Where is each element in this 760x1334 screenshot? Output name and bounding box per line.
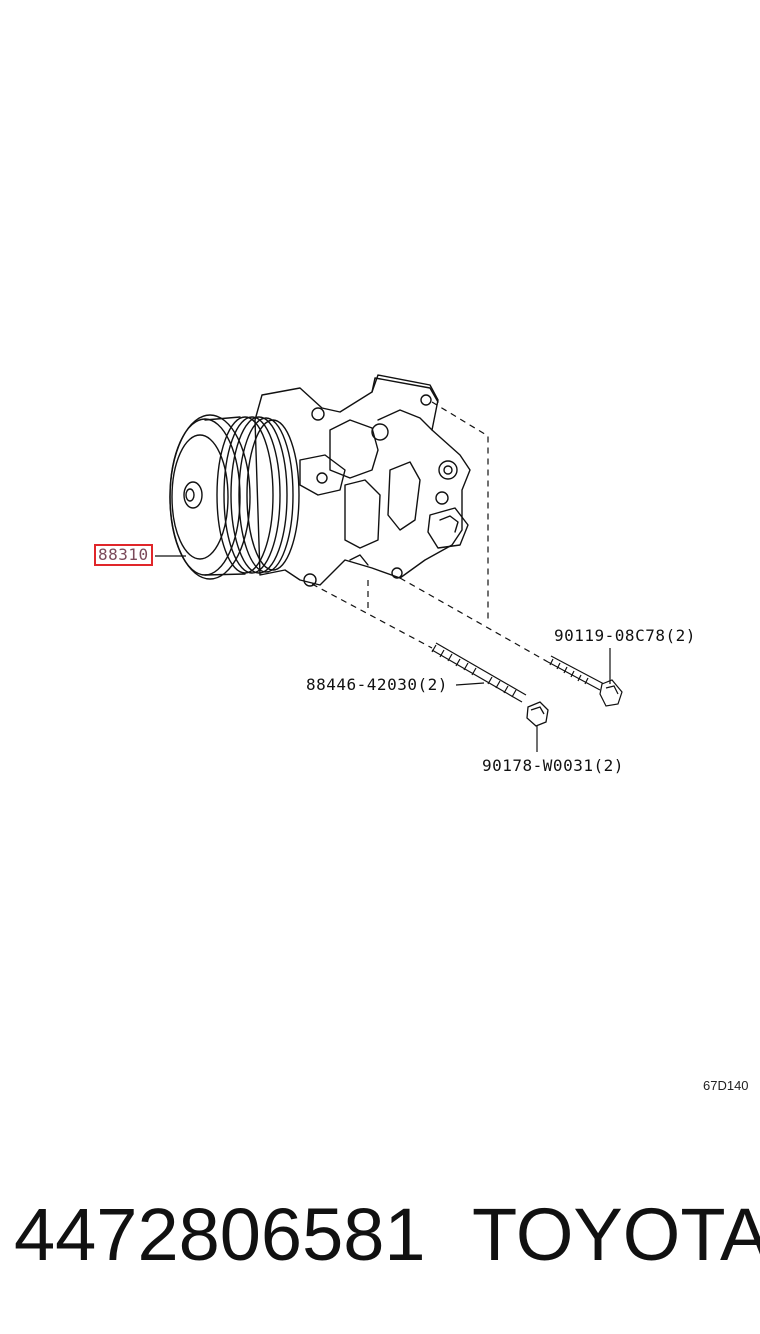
part-number: 4472806581	[14, 1193, 426, 1276]
bolt-guide-line	[399, 577, 549, 663]
compressor-body	[254, 374, 471, 586]
brand-name: TOYOTA	[472, 1193, 760, 1276]
stud-guide-line	[311, 583, 433, 649]
callout-88446-42030[interactable]: 88446-42030(2)	[306, 675, 448, 694]
compressor-illustration	[155, 374, 623, 752]
callout-88310[interactable]: 88310	[94, 544, 153, 566]
diagram-code: 67D140	[703, 1078, 749, 1093]
callout-90178-w0031[interactable]: 90178-W0031(2)	[482, 756, 624, 775]
leader-88446	[455, 682, 485, 686]
callout-90119-08c78[interactable]: 90119-08C78(2)	[554, 626, 696, 645]
parts-diagram: 88310 90119-08C78(2) 88446-42030(2) 9017…	[94, 374, 749, 1093]
part-footer: 4472806581 TOYOTA	[0, 1180, 760, 1290]
flange-nut	[526, 701, 549, 727]
stud-bolt	[431, 642, 527, 703]
flange-bolt	[547, 655, 623, 707]
